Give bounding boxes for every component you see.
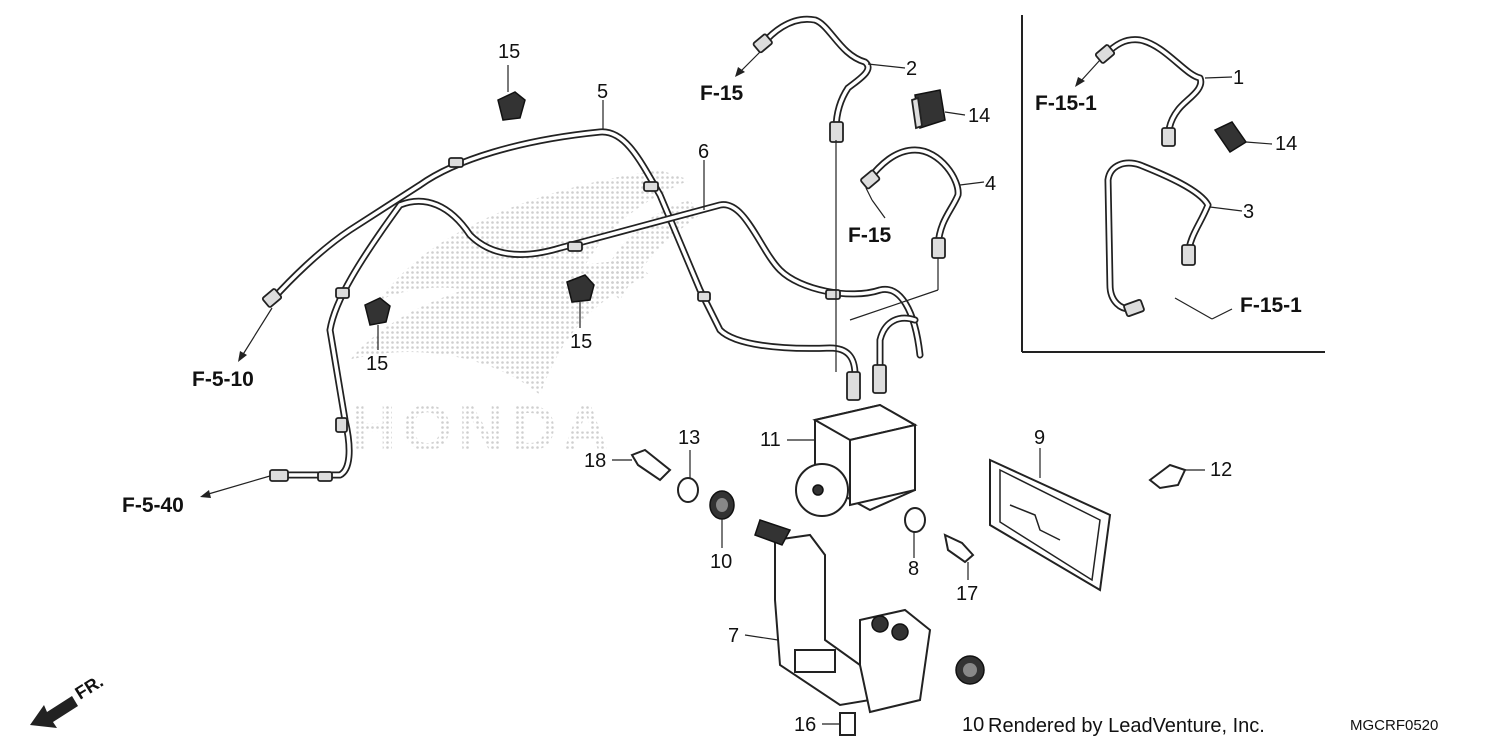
reference-labels: F-15 F-15 F-5-10 F-5-40 F-15-1 F-15-1 [122,82,1302,517]
label-part-18: 18 [584,450,606,472]
leader-lines [377,63,1273,725]
label-part-12: 12 [1210,459,1232,481]
front-direction-arrow: FR. [30,671,107,728]
label-part-14b: 14 [1275,133,1297,155]
ref-f15-1-bottom[interactable]: F-15-1 [1240,294,1302,317]
inset-frame [1021,15,1325,353]
label-part-15c: 15 [570,331,592,353]
label-part-8: 8 [908,558,919,580]
label-part-13: 13 [678,427,700,449]
diagram-code: MGCRF0520 [1350,717,1438,734]
label-part-2: 2 [906,58,917,80]
brake-pipe-6 [269,197,924,482]
cover-9 [989,458,1112,592]
brake-pipe-5 [261,128,859,379]
fr-label: FR. [72,671,107,703]
label-part-5: 5 [597,81,608,103]
label-part-9: 9 [1034,427,1045,449]
grommet-14-inset [1213,121,1248,154]
label-part-15b: 15 [366,353,388,375]
label-part-3: 3 [1243,201,1254,223]
ref-f15-top[interactable]: F-15 [700,82,744,105]
clamp-15-center [566,274,595,303]
label-part-17: 17 [956,583,978,605]
grommet-10-lower [955,655,985,685]
label-part-1: 1 [1233,67,1244,89]
label-part-10a: 10 [710,551,732,573]
brake-pipe-2 [752,15,872,143]
honda-wing-watermark: HONDA [350,170,700,464]
label-part-16: 16 [794,714,816,736]
label-part-11: 11 [760,429,781,451]
label-part-15a: 15 [498,41,520,63]
label-part-6: 6 [698,141,709,163]
bolt-18 [630,448,672,482]
clamp-15-left [364,297,391,326]
honda-watermark-text: HONDA [350,392,615,464]
label-part-14a: 14 [968,105,990,127]
ref-f15-1-top[interactable]: F-15-1 [1035,92,1097,115]
ref-f15-mid[interactable]: F-15 [848,224,892,247]
pin-12 [1148,463,1187,490]
reference-arrows [200,51,1233,498]
collar-8 [904,507,926,533]
label-part-10b: 10 [962,714,984,736]
screw-17 [943,533,975,564]
clamp-15-top [497,91,526,121]
grommet-10-upper [709,490,735,520]
ref-f5-40[interactable]: F-5-40 [122,494,184,517]
grommet-14 [911,89,946,130]
credit-text: Rendered by LeadVenture, Inc. [988,715,1265,737]
label-part-7: 7 [728,625,739,647]
brake-pipe-1 [1094,36,1205,147]
part-labels: 1 2 3 4 5 6 7 8 9 10 10 11 12 13 14 14 1… [366,41,1297,736]
bracket-7 [754,519,932,714]
collar-13 [677,477,699,503]
label-part-4: 4 [985,173,996,195]
bolt-16 [839,712,856,736]
abs-modulator-11 [795,140,939,517]
brake-pipe-3 [1104,159,1212,318]
ref-f5-10[interactable]: F-5-10 [192,368,254,391]
